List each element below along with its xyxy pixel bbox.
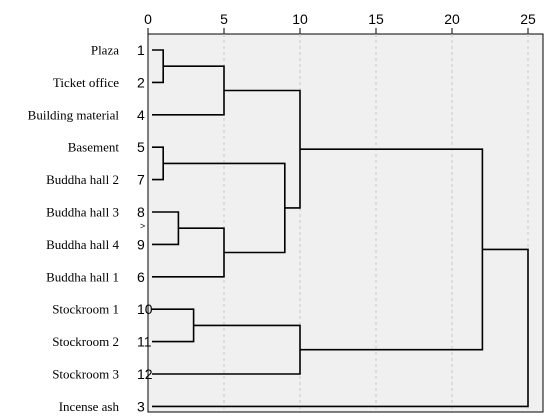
- tie-marker: ˃: [140, 221, 145, 231]
- leaf-id-label: 8: [137, 204, 145, 220]
- leaf-name-label: Stockroom 3: [52, 367, 119, 382]
- leaf-name-label: Incense ash: [59, 399, 120, 414]
- x-tick-label: 15: [368, 11, 384, 27]
- leaf-id-label: 10: [137, 301, 153, 317]
- x-axis-ticks: 0 5 10 15 20 25: [144, 11, 536, 34]
- dendrogram-link: [152, 248, 529, 408]
- x-tick-label: 25: [520, 11, 536, 27]
- leaf-name-label: Buddha hall 4: [46, 237, 119, 252]
- leaf-name-label: Stockroom 2: [52, 334, 119, 349]
- leaf-id-label: 1: [137, 42, 145, 58]
- leaf-id-label: 9: [137, 236, 145, 252]
- leaf-name-label: Basement: [68, 140, 120, 155]
- leaf-id-label: 7: [137, 172, 145, 188]
- leaf-name-label: Building material: [28, 107, 120, 122]
- leaf-id-label: 4: [137, 107, 145, 123]
- leaf-name-label: Stockroom 1: [52, 302, 119, 317]
- leaf-name-label: Plaza: [91, 43, 119, 58]
- leaf-name-label: Buddha hall 1: [46, 269, 119, 284]
- dendrogram-links: [152, 49, 529, 408]
- leaf-id-label: 12: [137, 366, 153, 382]
- leaf-name-label: Buddha hall 3: [46, 205, 119, 220]
- leaf-id-label: 2: [137, 74, 145, 90]
- leaf-name-label: Ticket office: [53, 75, 119, 90]
- leaf-name-label: Buddha hall 2: [46, 172, 119, 187]
- leaf-id-label: 6: [137, 269, 145, 285]
- x-tick-label: 10: [292, 11, 308, 27]
- plot-area: [147, 33, 544, 413]
- x-tick-label: 20: [444, 11, 460, 27]
- x-tick-label: 5: [220, 11, 228, 27]
- leaf-id-label: 11: [137, 334, 152, 350]
- leaf-id-label: 3: [137, 398, 145, 414]
- x-tick-label: 0: [144, 11, 152, 27]
- leaf-id-label: 5: [137, 139, 145, 155]
